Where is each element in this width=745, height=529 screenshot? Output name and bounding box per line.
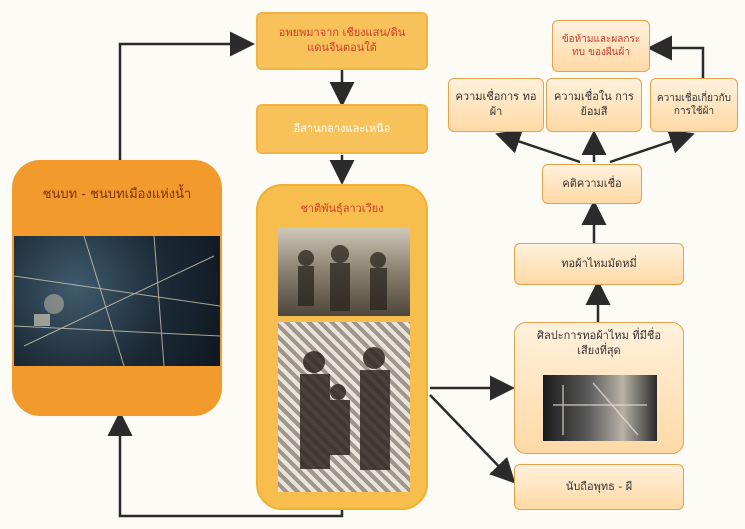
people-silhouettes [298, 245, 387, 311]
belief-weaving-box: ความเชื่อการ ทอผ้า [448, 78, 544, 132]
left-panel-title: ชนบท - ชนบทเมืองแห่งน้ำ [42, 187, 192, 202]
religion-text: นับถือพุทธ - ผี [565, 479, 633, 493]
craft-text: ศิลปะการทอผ้าไหม ที่มีชื่อเสียงที่สุด [537, 329, 661, 357]
belief-color-box: ความเชื่อใน การย้อมสี [546, 78, 642, 132]
center-panel-title: ชาติพันธุ์ลาวเวียง [300, 202, 384, 215]
belief-color-text: ความเชื่อใน การย้อมสี [554, 90, 634, 118]
belief-usage-text: ความเชื่อเกี่ยวกับ การใช้ผ้า [656, 92, 732, 118]
silk-text: ทอผ้าไหมมัดหมี่ [561, 256, 637, 270]
map-roads [14, 236, 220, 366]
left-panel: ชนบท - ชนบทเมืองแห่งน้ำ [12, 160, 222, 416]
arrow-concept-to-usage [609, 129, 695, 164]
region-box: อีสานกลางและเหนือ [256, 104, 428, 154]
arrow-usage-to-taboo [647, 35, 705, 78]
arrow-concept-to-weaving [495, 129, 581, 164]
origin-text: อพยพมาจาก เชียงแสน/ดินแดนจีนตอนใต้ [278, 26, 406, 54]
loom-shapes [553, 382, 647, 436]
religion-box: นับถือพุทธ - ผี [514, 464, 684, 510]
taboo-box: ข้อห้ามและผลกระทบ ของผืนผ้า [552, 20, 650, 72]
center-panel: ชาติพันธุ์ลาวเวียง [256, 184, 428, 510]
belief-concept-box: คติความเชื่อ [542, 164, 642, 204]
belief-concept-text: คติความเชื่อ [562, 176, 622, 190]
silk-box: ทอผ้าไหมมัดหมี่ [514, 243, 684, 285]
family-photo-top [278, 228, 410, 316]
belief-usage-box: ความเชื่อเกี่ยวกับ การใช้ผ้า [650, 78, 738, 132]
arrow-left-to-origin [118, 31, 255, 160]
craft-box: ศิลปะการทอผ้าไหม ที่มีชื่อเสียงที่สุด [514, 322, 684, 454]
aerial-map-photo [14, 236, 220, 366]
region-text: อีสานกลางและเหนือ [293, 121, 391, 135]
belief-weaving-text: ความเชื่อการ ทอผ้า [455, 90, 537, 118]
arrow-center-to-religion [429, 394, 516, 484]
weaving-photo [543, 375, 657, 441]
family-seated-silhouettes [300, 347, 390, 470]
arrow-center-to-left [107, 411, 344, 518]
taboo-text: ข้อห้ามและผลกระทบ ของผืนผ้า [561, 33, 641, 59]
origin-box: อพยพมาจาก เชียงแสน/ดินแดนจีนตอนใต้ [256, 12, 428, 70]
family-photo-bottom [278, 322, 410, 492]
